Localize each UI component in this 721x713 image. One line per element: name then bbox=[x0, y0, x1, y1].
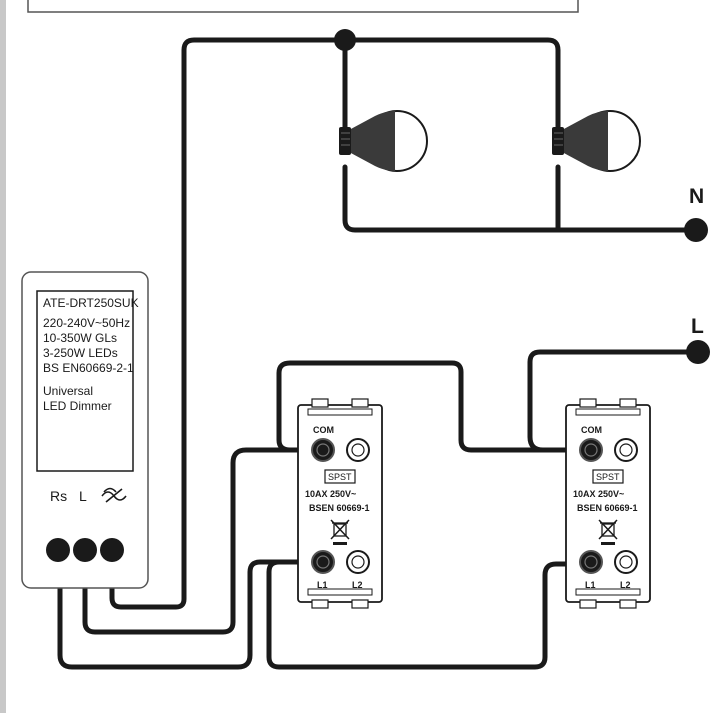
led-bulb-icon bbox=[552, 110, 641, 172]
dimmer-spec-3: 3-250W LEDs bbox=[43, 346, 118, 360]
switch-spare-terminal bbox=[346, 438, 370, 462]
wires bbox=[57, 37, 700, 670]
switch-standard: BSEN 60669-1 bbox=[577, 503, 638, 513]
neutral-terminal-dot bbox=[684, 218, 708, 242]
dimmer-terminal-rs-label: Rs bbox=[50, 488, 67, 504]
dimmer-model: ATE-DRT250SUK bbox=[43, 296, 139, 310]
switch-spst-label: SPST bbox=[328, 472, 352, 482]
lamp-2 bbox=[552, 110, 641, 172]
switch-l2-label: L2 bbox=[620, 580, 631, 590]
dimmer-type-line1: Universal bbox=[43, 384, 93, 398]
wire-switch1-com-to-dimmer-l bbox=[82, 447, 326, 635]
dimmer-type-line2: LED Dimmer bbox=[43, 399, 112, 413]
lamp-1 bbox=[339, 110, 428, 172]
switch-spst-tag bbox=[324, 469, 356, 484]
dimmer-symbol-icon bbox=[101, 487, 127, 503]
dimmer-spec-4: BS EN60669-2-1 bbox=[43, 361, 134, 375]
dimmer-terminal-l-label: L bbox=[79, 488, 87, 504]
dimmer-terminal-dim bbox=[100, 538, 124, 562]
switch-l1-terminal bbox=[579, 550, 603, 574]
crossed-bin-icon bbox=[598, 519, 618, 545]
switch-com-label: COM bbox=[581, 425, 602, 435]
switch-standard: BSEN 60669-1 bbox=[309, 503, 370, 513]
page-frame bbox=[0, 0, 579, 713]
switch-l2-terminal bbox=[346, 550, 370, 574]
switch-com-terminal bbox=[579, 438, 603, 462]
dimmer-spec-2: 10-350W GLs bbox=[43, 331, 117, 345]
live-label: L bbox=[691, 315, 704, 338]
junctions bbox=[334, 29, 710, 364]
wire-lamp1-neutral bbox=[342, 164, 697, 233]
switch-l2-label: L2 bbox=[352, 580, 363, 590]
led-bulb-icon bbox=[339, 110, 428, 172]
wire-strapper-l1 bbox=[266, 559, 594, 670]
wire-lamp-bus-top bbox=[342, 37, 561, 136]
switch-spst-label: SPST bbox=[596, 472, 620, 482]
switch-l1-label: L1 bbox=[317, 580, 328, 590]
wire-dimmer-output bbox=[109, 37, 348, 610]
switch-rating: 10AX 250V~ bbox=[573, 489, 624, 499]
dimmer-module: ATE-DRT250SUK 220-240V~50Hz 10-350W GLs … bbox=[21, 271, 149, 589]
switch-l1-label: L1 bbox=[585, 580, 596, 590]
switch-com-terminal bbox=[311, 438, 335, 462]
switch-rating: 10AX 250V~ bbox=[305, 489, 356, 499]
switch-com-label: COM bbox=[313, 425, 334, 435]
wire-switch1-l1-to-dimmer-rs bbox=[57, 549, 326, 670]
switch-1: COM SPST 10AX 250V~ BSEN 60669-1 L1 L2 bbox=[297, 398, 383, 609]
wire-switch2-com-to-switch1-com bbox=[276, 360, 594, 453]
switch-2: COM SPST 10AX 250V~ BSEN 60669-1 L1 L2 bbox=[565, 398, 651, 609]
switch-l2-terminal bbox=[614, 550, 638, 574]
switch-l1-terminal bbox=[311, 550, 335, 574]
lamp-junction-dot bbox=[334, 29, 356, 51]
dimmer-terminal-rs bbox=[46, 538, 70, 562]
live-terminal-dot bbox=[686, 340, 710, 364]
dimmer-spec-1: 220-240V~50Hz bbox=[43, 316, 130, 330]
neutral-label: N bbox=[689, 185, 704, 208]
switch-spare-terminal bbox=[614, 438, 638, 462]
dimmer-label-panel bbox=[36, 290, 134, 472]
dimmer-terminal-l bbox=[73, 538, 97, 562]
switch-spst-tag bbox=[592, 469, 624, 484]
crossed-bin-icon bbox=[330, 519, 350, 545]
